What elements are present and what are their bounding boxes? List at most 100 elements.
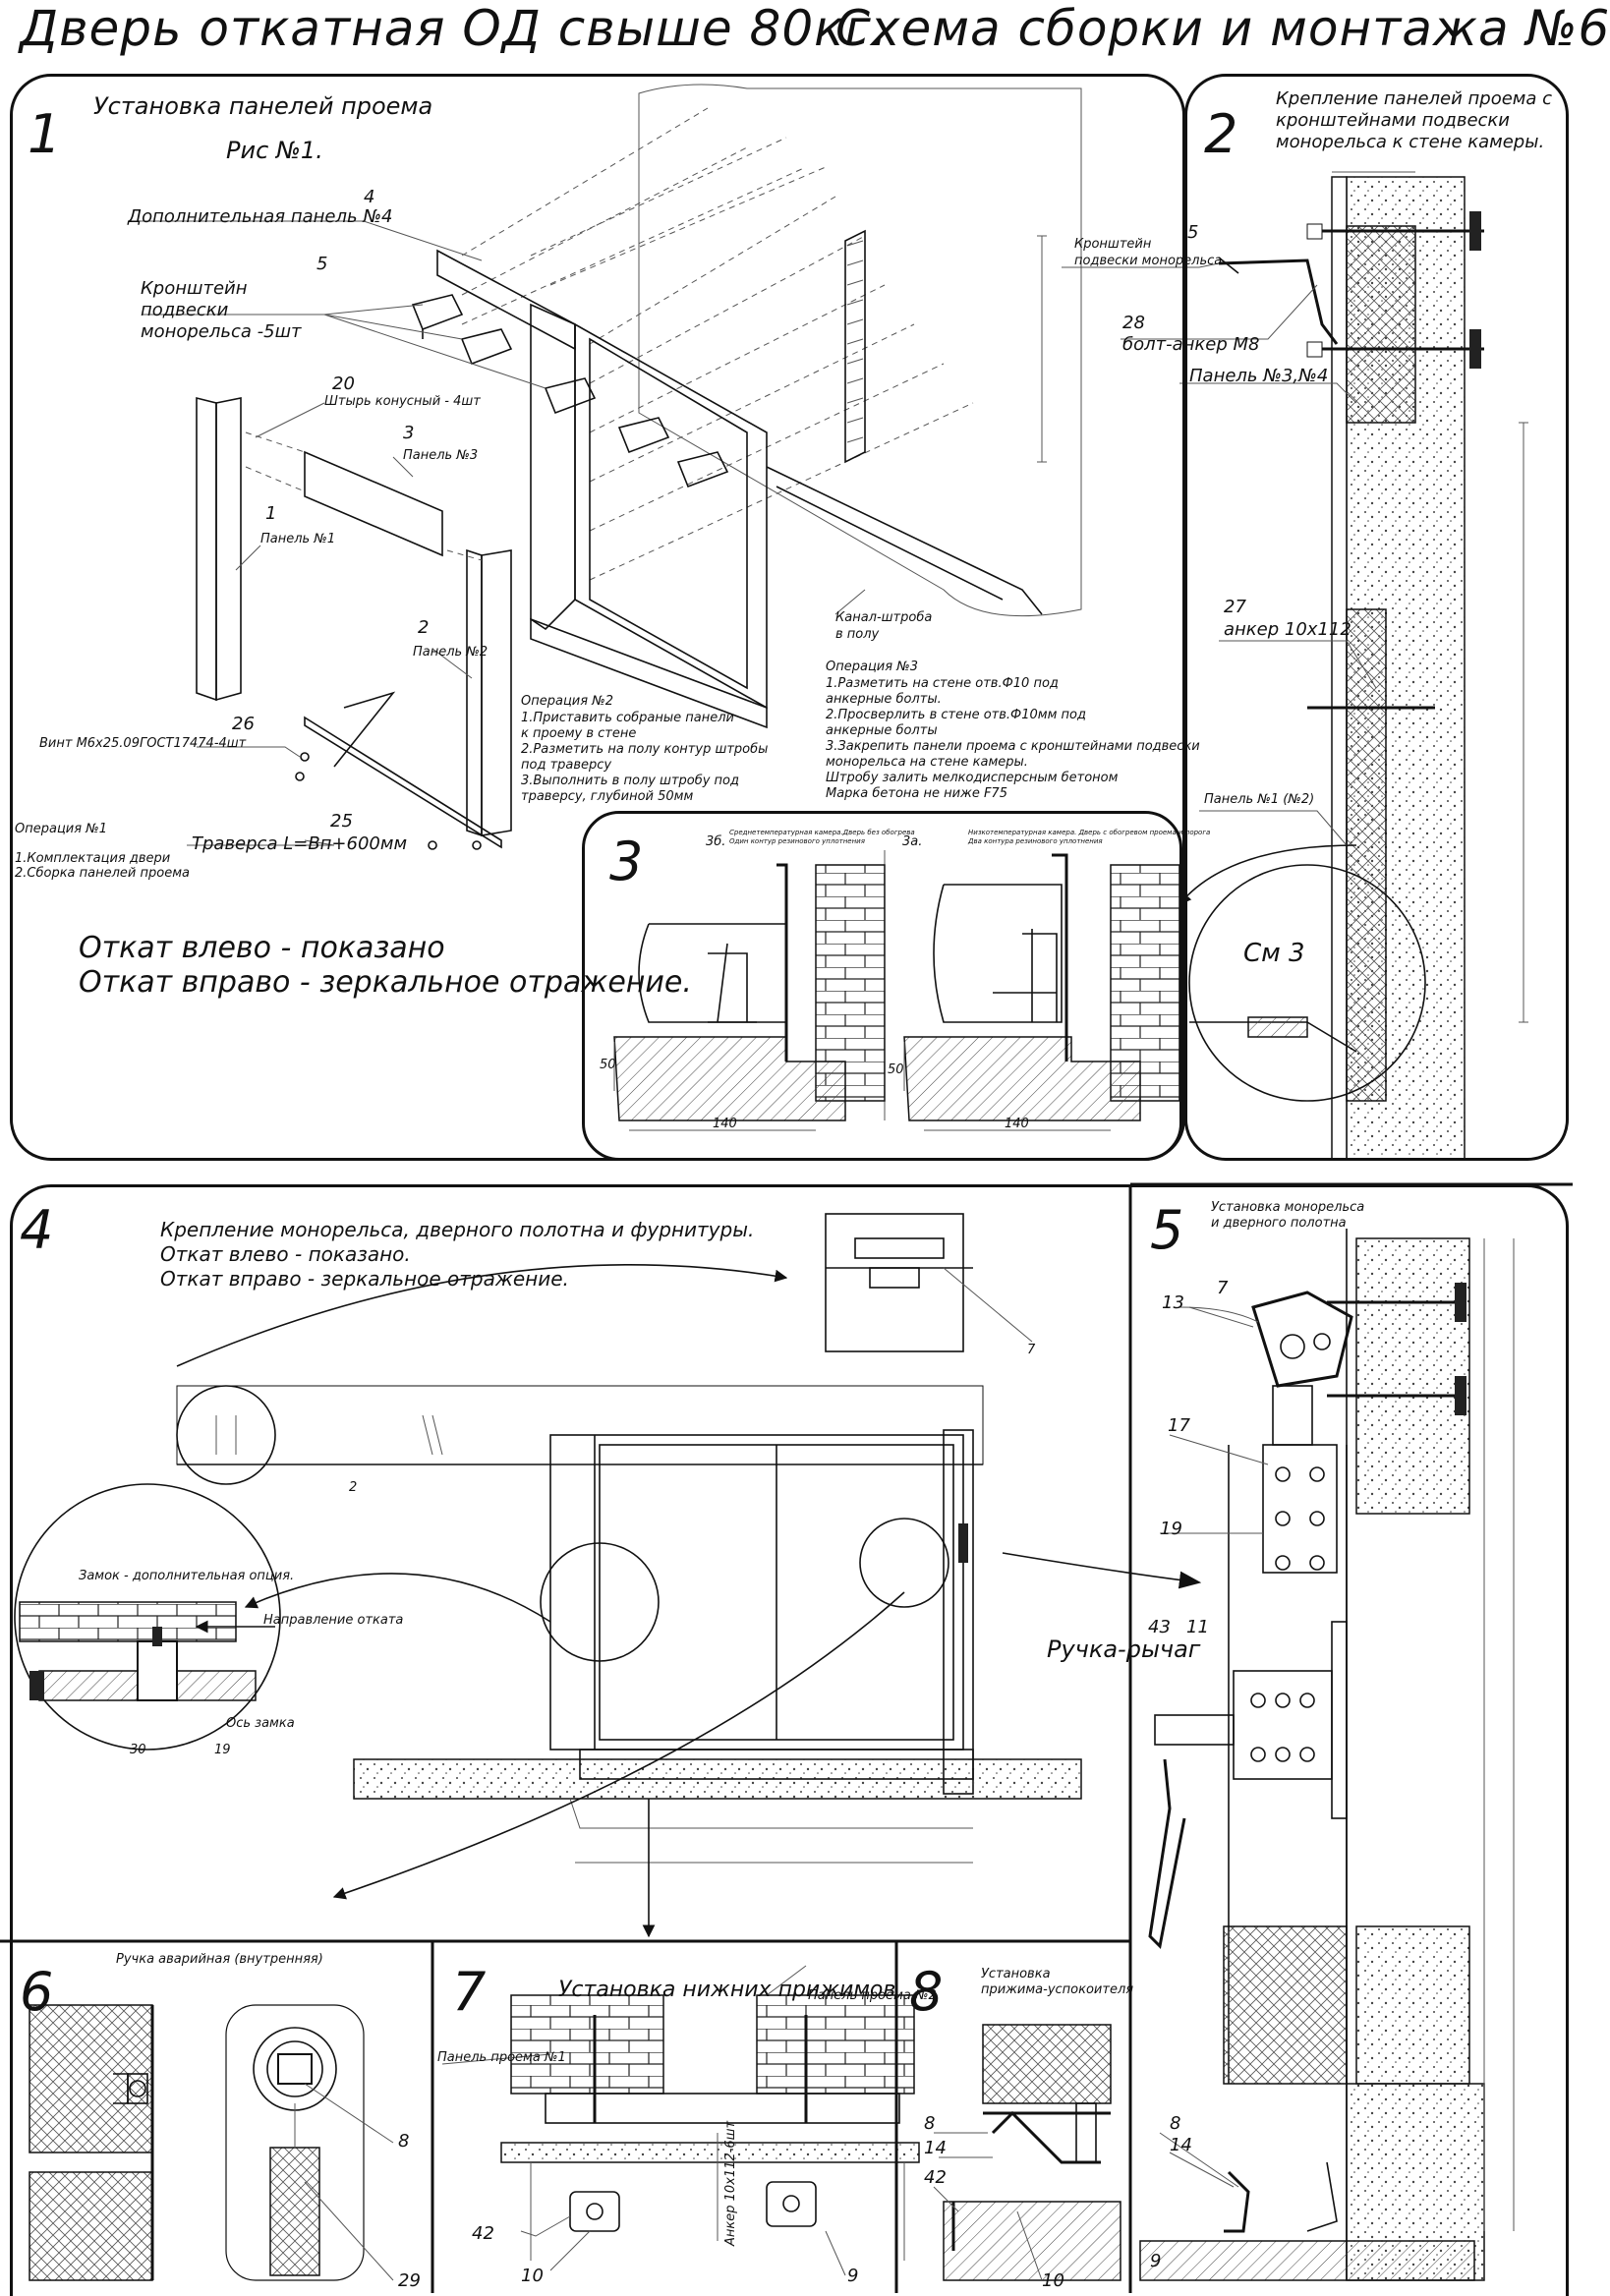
s5-num-19: 19: [1160, 1519, 1182, 1539]
s1-op2-line-1: 1.Приставить собраные панели: [521, 711, 734, 725]
s3-drawing: [613, 850, 1180, 1131]
s3-caption-1a: Среднетемпературная камера.Дверь без обо…: [729, 829, 915, 836]
s1-num-5: 5: [316, 254, 328, 274]
s3-dim-140-right: 140: [1005, 1117, 1029, 1131]
s8-title-line-2: прижима-успокоителя: [981, 1982, 1134, 1997]
s2-title-line-1: Крепление панелей проема с: [1276, 88, 1553, 109]
s3-label-b: 3а.: [902, 834, 923, 849]
s1-op2-line-3: 2.Разметить на полу контур штробы: [521, 742, 769, 757]
s4-num-7: 7: [1027, 1343, 1036, 1357]
s1-op2-line-2: к проему в стене: [521, 726, 637, 741]
section-6-number: 6: [20, 1961, 54, 2023]
s1-op3-line-8: Марка бетона не ниже F75: [826, 786, 1007, 801]
s2-label-panel12: Панель №1 (№2): [1204, 792, 1315, 807]
page-title: Дверь откатная ОД свыше 80кг.: [20, 0, 889, 57]
s2-title-line-2: кронштейнами подвески: [1276, 110, 1510, 131]
s7-drawing: [441, 1965, 920, 2276]
s2-see-3: См 3: [1243, 939, 1305, 968]
s1-note-left: Откат влево - показано: [79, 931, 445, 965]
s1-label-pin: Штырь конусный - 4шт: [324, 394, 481, 409]
s1-label-screw: Винт М6х25.09ГОСТ17474-4шт: [39, 736, 247, 751]
section-2-number: 2: [1204, 103, 1238, 165]
s1-num-25: 25: [330, 811, 353, 832]
s4-num-30: 30: [130, 1743, 146, 1757]
s7-label-anchor: Анкер 10х112-6шт: [723, 2120, 738, 2246]
s5-title-line-2: и дверного полотна: [1211, 1216, 1347, 1231]
s5-title-line-1: Установка монорельса: [1211, 1200, 1365, 1215]
s1-title: Установка панелей проема: [93, 92, 433, 120]
section-1-frame: [10, 74, 1185, 1161]
s7-label-panel1: Панель проема №1: [437, 2050, 566, 2065]
s1-op3-line-1: 1.Разметить на стене отв.Ф10 под: [826, 676, 1059, 691]
section-2-frame: [1184, 74, 1569, 1161]
s1-op3-line-7: Штробу залить мелкодисперсным бетоном: [826, 771, 1119, 785]
s1-op2-line-5: 3.Выполнить в полу штробу под: [521, 774, 740, 788]
s4-drawing: [14, 1213, 1202, 1938]
s5-drawing: [1139, 1229, 1515, 2281]
s1-op3-title: Операция №3: [826, 660, 918, 674]
s1-num-3: 3: [403, 423, 415, 443]
s7-num-42: 42: [472, 2223, 494, 2244]
section-3-frame: [582, 811, 1182, 1161]
s1-op1-line-1: 1.Комплектация двери: [15, 851, 171, 866]
s1-op2-title: Операция №2: [521, 694, 613, 709]
s2-title-line-3: монорельса к стене камеры.: [1276, 132, 1545, 152]
s4-title-line-2: Откат влево - показано.: [160, 1242, 411, 1266]
s5-num-11: 11: [1186, 1617, 1209, 1637]
s8-num-10: 10: [1042, 2270, 1064, 2291]
s2-label-bracket-2: подвески монорельса: [1074, 254, 1223, 268]
s5-num-9: 9: [1150, 2251, 1162, 2271]
drawing-canvas: [0, 84, 1573, 2293]
s1-num-20: 20: [332, 373, 355, 394]
s5-num-14: 14: [1170, 2135, 1192, 2155]
s3-caption-2b: Два контура резинового уплотнения: [968, 837, 1103, 845]
s6-num-8: 8: [398, 2131, 410, 2152]
s4-title-line-3: Откат вправо - зеркальное отражение.: [160, 1267, 569, 1291]
s4-label-axis: Ось замка: [226, 1716, 295, 1731]
s7-title: Установка нижних прижимов: [558, 1978, 896, 2002]
s1-op2-line-4: под траверсу: [521, 758, 612, 773]
s2-label-bracket-1: Кронштейн: [1074, 237, 1152, 252]
s1-num-2: 2: [418, 617, 430, 638]
page-subtitle: Схема сборки и монтажа №6: [835, 0, 1610, 57]
s2-num-27: 27: [1224, 597, 1246, 617]
s2-num-28: 28: [1122, 313, 1145, 333]
s3-dim-140-left: 140: [713, 1117, 737, 1131]
s1-num-4: 4: [364, 187, 375, 207]
s1-op1-title: Операция №1: [15, 822, 107, 836]
s2-num-5: 5: [1187, 222, 1199, 243]
s2-label-bolt: болт-анкер М8: [1122, 334, 1260, 355]
s3-caption-2a: Низкотемпературная камера. Дверь с обогр…: [968, 829, 1211, 836]
s1-label-panel4: Дополнительная панель №4: [128, 206, 393, 227]
s1-op3-line-5: 3.Закрепить панели проема с кронштейнами…: [826, 739, 1200, 754]
s2-label-panel34: Панель №3,№4: [1189, 366, 1329, 386]
s8-num-42: 42: [924, 2167, 947, 2188]
s1-num-1: 1: [265, 503, 277, 524]
s1-note-right: Откат вправо - зеркальное отражение.: [79, 965, 692, 1000]
section-3-number: 3: [609, 831, 644, 892]
s2-label-anchor: анкер 10х112: [1224, 619, 1351, 640]
s5-label-handle: Ручка-рычаг: [1047, 1636, 1201, 1663]
s1-num-26: 26: [232, 714, 255, 734]
s4-label-lock: Замок - дополнительная опция.: [79, 1569, 295, 1583]
section-4-frame: [10, 1184, 1569, 2296]
s4-title-line-1: Крепление монорельса, дверного полотна и…: [160, 1218, 755, 1241]
s5-num-13: 13: [1162, 1292, 1184, 1313]
s3-dim-50-left: 50: [600, 1058, 616, 1072]
s3-caption-1b: Один контур резинового уплотнения: [729, 837, 865, 845]
s1-op3-line-2: анкерные болты.: [826, 692, 942, 707]
s1-label-traverse: Траверса L=Вп+600мм: [192, 833, 408, 854]
s6-title: Ручка аварийная (внутренняя): [116, 1952, 323, 1967]
s5-num-7: 7: [1217, 1278, 1229, 1298]
section-7-number: 7: [452, 1961, 487, 2023]
s7-num-10: 10: [521, 2266, 544, 2286]
section-8-number: 8: [909, 1961, 944, 2023]
s3-dim-50-right: 50: [888, 1062, 904, 1077]
s8-num-8: 8: [924, 2113, 936, 2134]
section-4-number: 4: [20, 1199, 54, 1261]
s1-drawing: [128, 84, 1082, 850]
s1-op3-line-3: 2.Просверлить в стене отв.Ф10мм под: [826, 708, 1086, 722]
s1-label-panel2: Панель №2: [413, 645, 489, 660]
s4-num-2: 2: [349, 1480, 358, 1495]
s5-num-17: 17: [1168, 1415, 1190, 1436]
